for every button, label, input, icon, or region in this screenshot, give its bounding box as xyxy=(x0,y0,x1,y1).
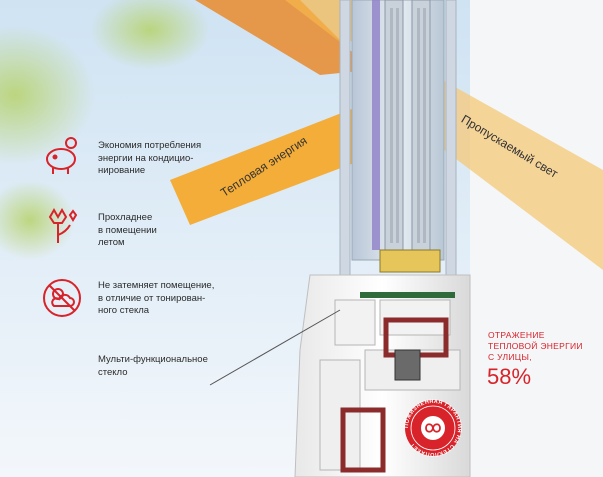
foliage-blur xyxy=(90,0,210,70)
frame-chamber xyxy=(334,299,376,346)
spacer-perforation xyxy=(390,8,426,243)
flower-icon xyxy=(48,207,78,243)
spacer-right xyxy=(411,0,431,251)
coating-layer xyxy=(372,0,380,250)
reflection-label: ОТРАЖЕНИЕ ТЕПЛОВОЙ ЭНЕРГИИ С УЛИЦЫ, xyxy=(488,330,583,362)
flower-icon xyxy=(42,212,84,254)
piggy-bank-icon xyxy=(42,140,84,182)
feature-no-darkening: Не затемняет помещение, в отличие от тон… xyxy=(42,280,214,322)
desiccant xyxy=(379,249,441,273)
reflection-value: 58% xyxy=(487,364,532,389)
piggy-bank-icon xyxy=(46,137,77,174)
foliage-blur xyxy=(0,25,95,165)
feature-cooler-room: Прохладнее в помещении летом xyxy=(42,212,157,254)
foliage-blur xyxy=(0,180,75,260)
sash-seal xyxy=(394,349,421,381)
infinity-icon xyxy=(425,423,441,433)
warranty-seal xyxy=(405,400,461,456)
frame-chamber xyxy=(319,359,361,471)
multifunctional-glass-label: Мульти-функциональное стекло xyxy=(98,354,208,378)
feature-text: Экономия потребления энергии на кондицио… xyxy=(98,140,202,176)
callout-line xyxy=(209,309,341,386)
no-sun-cloud-icon xyxy=(43,279,81,317)
outer-pane xyxy=(339,0,351,301)
feature-energy-saving: Экономия потребления энергии на кондицио… xyxy=(42,140,201,182)
gasket xyxy=(360,292,455,298)
inner-pane xyxy=(445,0,457,301)
no-sun-cloud-icon xyxy=(42,280,84,322)
steel-reinforcement xyxy=(340,407,386,473)
feature-text: Прохладнее в помещении летом xyxy=(98,212,157,248)
spacer-left xyxy=(384,0,404,251)
thermal-ray-top xyxy=(195,0,370,75)
thermal-band xyxy=(170,105,362,225)
feature-text: Не затемняет помещение, в отличие от тон… xyxy=(98,280,215,316)
